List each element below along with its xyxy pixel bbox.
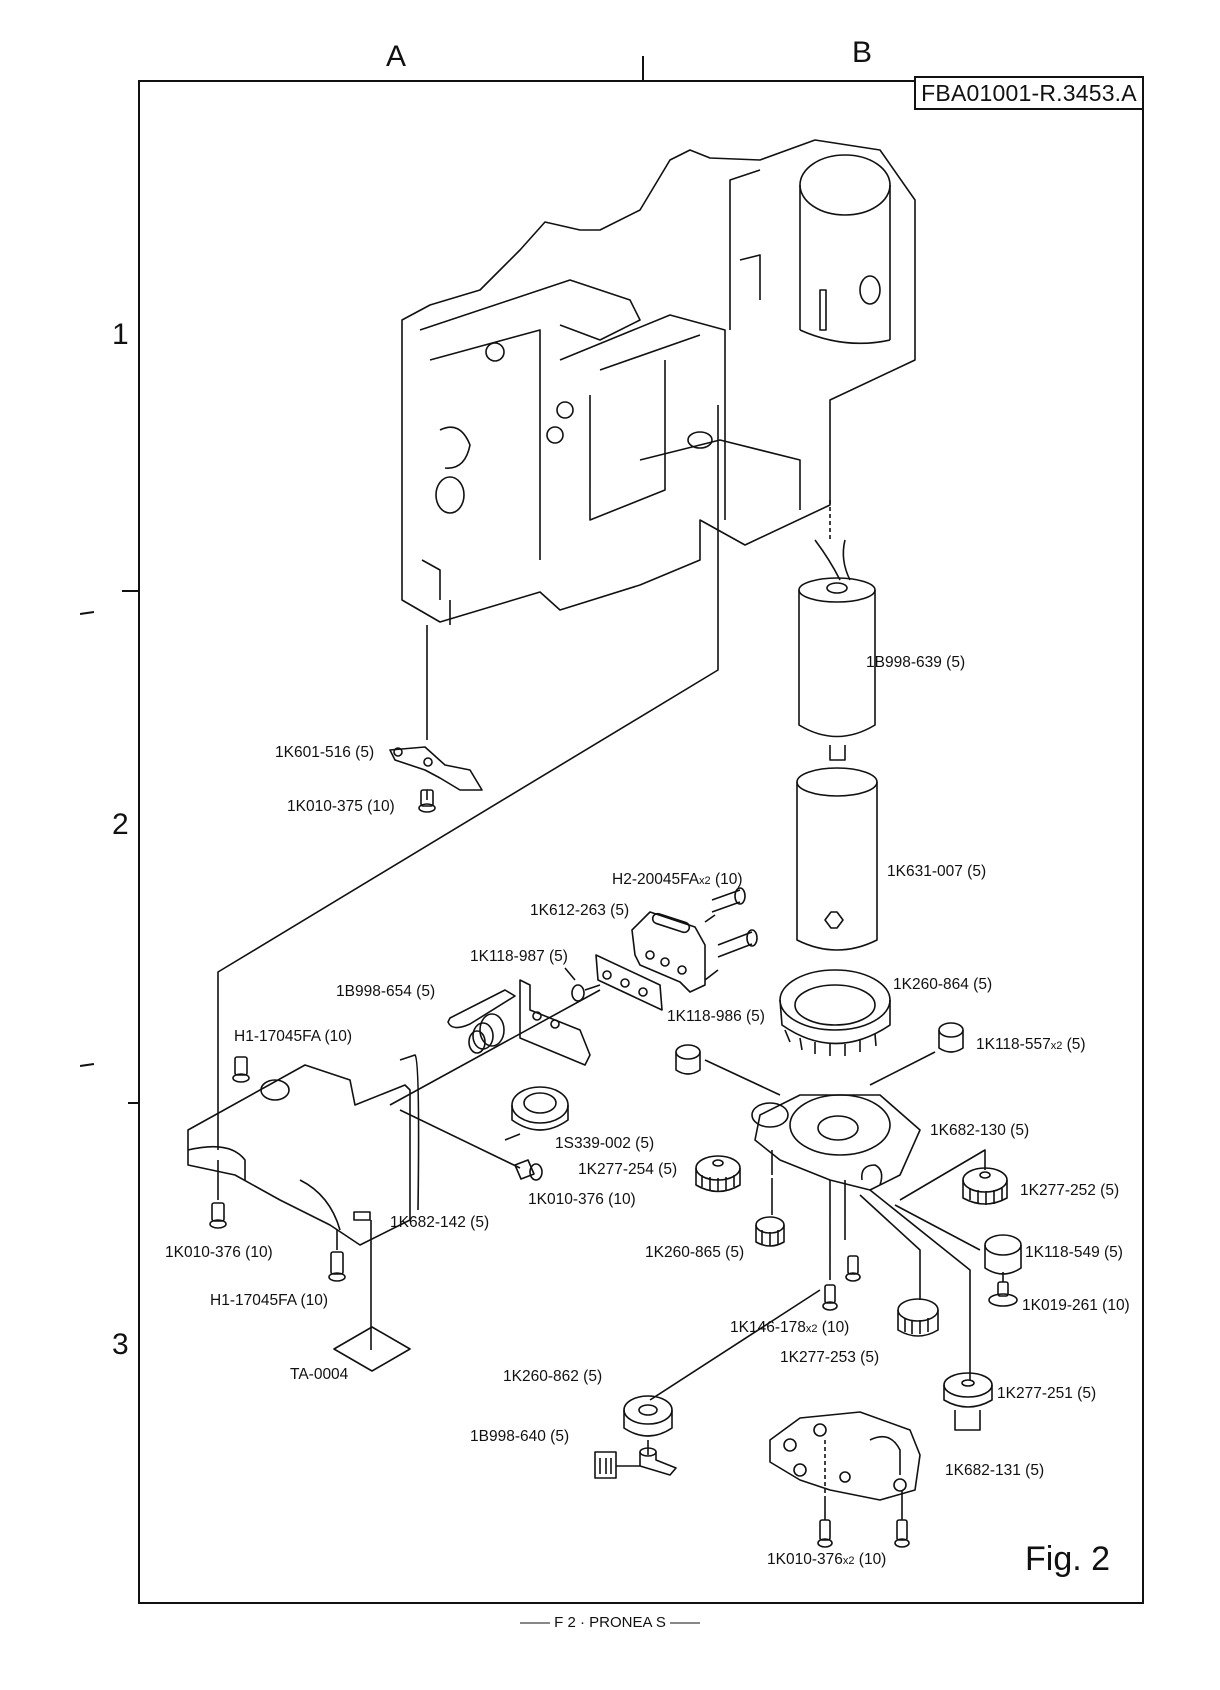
screw-1k146-178-b — [822, 1284, 838, 1311]
part-label: 1K146-178x2 (10) — [730, 1319, 850, 1336]
column-divider-tick — [642, 56, 644, 80]
leader-line — [217, 405, 719, 1112]
gear-1b998-640 — [594, 1447, 677, 1479]
screws-h2-20045fa — [704, 887, 758, 981]
part-label: 1K277-254 (5) — [578, 1161, 678, 1178]
part-label: 1K277-252 (5) — [1020, 1182, 1120, 1199]
gear-1k277-252 — [962, 1167, 1008, 1205]
part-label: 1K260-864 (5) — [893, 976, 993, 993]
part-label: 1K601-516 (5) — [275, 744, 375, 761]
part-label: 1K612-263 (5) — [530, 902, 630, 919]
base-plate-1k682-130 — [751, 1094, 921, 1191]
part-label: 1K118-987 (5) — [470, 948, 568, 965]
part-label: 1B998-639 (5) — [866, 654, 966, 671]
gear-1k277-253 — [897, 1298, 939, 1337]
leader-line — [824, 1490, 903, 1520]
leader-line — [564, 967, 601, 991]
leader-line — [399, 1109, 521, 1169]
gear-1k277-251 — [943, 1372, 993, 1431]
part-label: 1K682-131 (5) — [945, 1462, 1045, 1479]
leader-line — [829, 1180, 971, 1380]
part-label: 1K682-142 (5) — [390, 1214, 490, 1231]
part-label: 1K260-862 (5) — [503, 1368, 603, 1385]
gear-1k277-254 — [695, 1155, 741, 1193]
camera-body-frame — [401, 139, 916, 625]
screw-1k010-376x2-b — [894, 1519, 910, 1548]
bracket-1k612-263 — [631, 911, 706, 993]
drawing-frame — [138, 80, 1144, 1604]
part-label: 1K019-261 (10) — [1022, 1297, 1130, 1314]
part-label: 1K631-007 (5) — [887, 863, 987, 880]
leader-line — [649, 1289, 821, 1401]
gear-1k260-862 — [623, 1395, 673, 1437]
sleeve-1k631-007 — [796, 767, 878, 951]
row-divider-tick — [122, 590, 140, 592]
bushing-1k118-549 — [984, 1234, 1022, 1275]
part-label: 1K010-376x2 (10) — [767, 1551, 887, 1568]
screw-h1-17045fa-top — [232, 1056, 250, 1083]
part-label: 1K118-549 (5) — [1025, 1244, 1123, 1261]
leader-line — [704, 1051, 936, 1096]
part-label: 1K118-986 (5) — [667, 1008, 765, 1025]
part-label: 1K277-253 (5) — [780, 1349, 880, 1366]
screw-1k010-375 — [418, 789, 436, 813]
magnet-1s339-002 — [504, 1086, 569, 1141]
screw-1k019-261 — [988, 1281, 1018, 1307]
screw-1k010-376x2-a — [817, 1519, 833, 1548]
part-label: 1K260-865 (5) — [645, 1244, 745, 1261]
bushing-1k118-557-b — [938, 1022, 964, 1053]
part-label: 1K010-376 (10) — [165, 1244, 273, 1261]
plate-1k601-516 — [389, 746, 483, 800]
part-label: 1K277-251 (5) — [997, 1385, 1097, 1402]
gear-1k260-865 — [755, 1216, 785, 1247]
washer-1k118-987 — [571, 984, 585, 1002]
part-label: H1-17045FA (10) — [234, 1028, 353, 1045]
spring-lever-1b998-654 — [447, 979, 591, 1066]
column-label-a: A — [386, 40, 407, 73]
part-label: 1K010-375 (10) — [287, 798, 395, 815]
part-label: 1K118-557x2 (5) — [976, 1036, 1086, 1053]
row-label-3: 3 — [112, 1328, 129, 1361]
tape-ta-0004 — [333, 1326, 411, 1372]
row-label-1: 1 — [112, 318, 129, 351]
bushing-1k118-557-a — [675, 1044, 701, 1075]
part-label: 1S339-002 (5) — [555, 1135, 655, 1152]
plate-1k118-986 — [595, 954, 663, 1011]
drawing-code-box: FBA01001-R.3453.A — [914, 76, 1144, 110]
screw-h1-17045fa-bottom — [328, 1251, 346, 1282]
part-label: 1K010-376 (10) — [528, 1191, 636, 1208]
row-label-2: 2 — [112, 808, 129, 841]
part-label: H2-20045FAx2 (10) — [612, 871, 743, 888]
screw-1k010-376-left — [209, 1202, 227, 1229]
part-label: 1B998-654 (5) — [336, 983, 436, 1000]
part-label: TA-0004 — [290, 1366, 349, 1383]
plate-1k682-131 — [769, 1411, 921, 1501]
screw-1k146-178-a — [845, 1255, 861, 1282]
figure-label: Fig. 2 — [1025, 1540, 1111, 1578]
leader-line — [389, 989, 601, 1106]
column-label-b: B — [852, 36, 873, 69]
cover-1k682-142 — [187, 1054, 420, 1246]
part-label: 1K682-130 (5) — [930, 1122, 1030, 1139]
motor-1b998-639 — [798, 539, 876, 761]
row-divider-tick — [128, 1102, 140, 1104]
leader-line — [894, 1149, 986, 1251]
part-label: H1-17045FA (10) — [210, 1292, 329, 1309]
ring-gear-1k260-864 — [779, 969, 891, 1056]
page-footer: —— F 2 · PRONEA S —— — [519, 1614, 701, 1631]
screw-1k010-376-mid — [514, 1159, 543, 1181]
part-label: 1B998-640 (5) — [470, 1428, 570, 1445]
